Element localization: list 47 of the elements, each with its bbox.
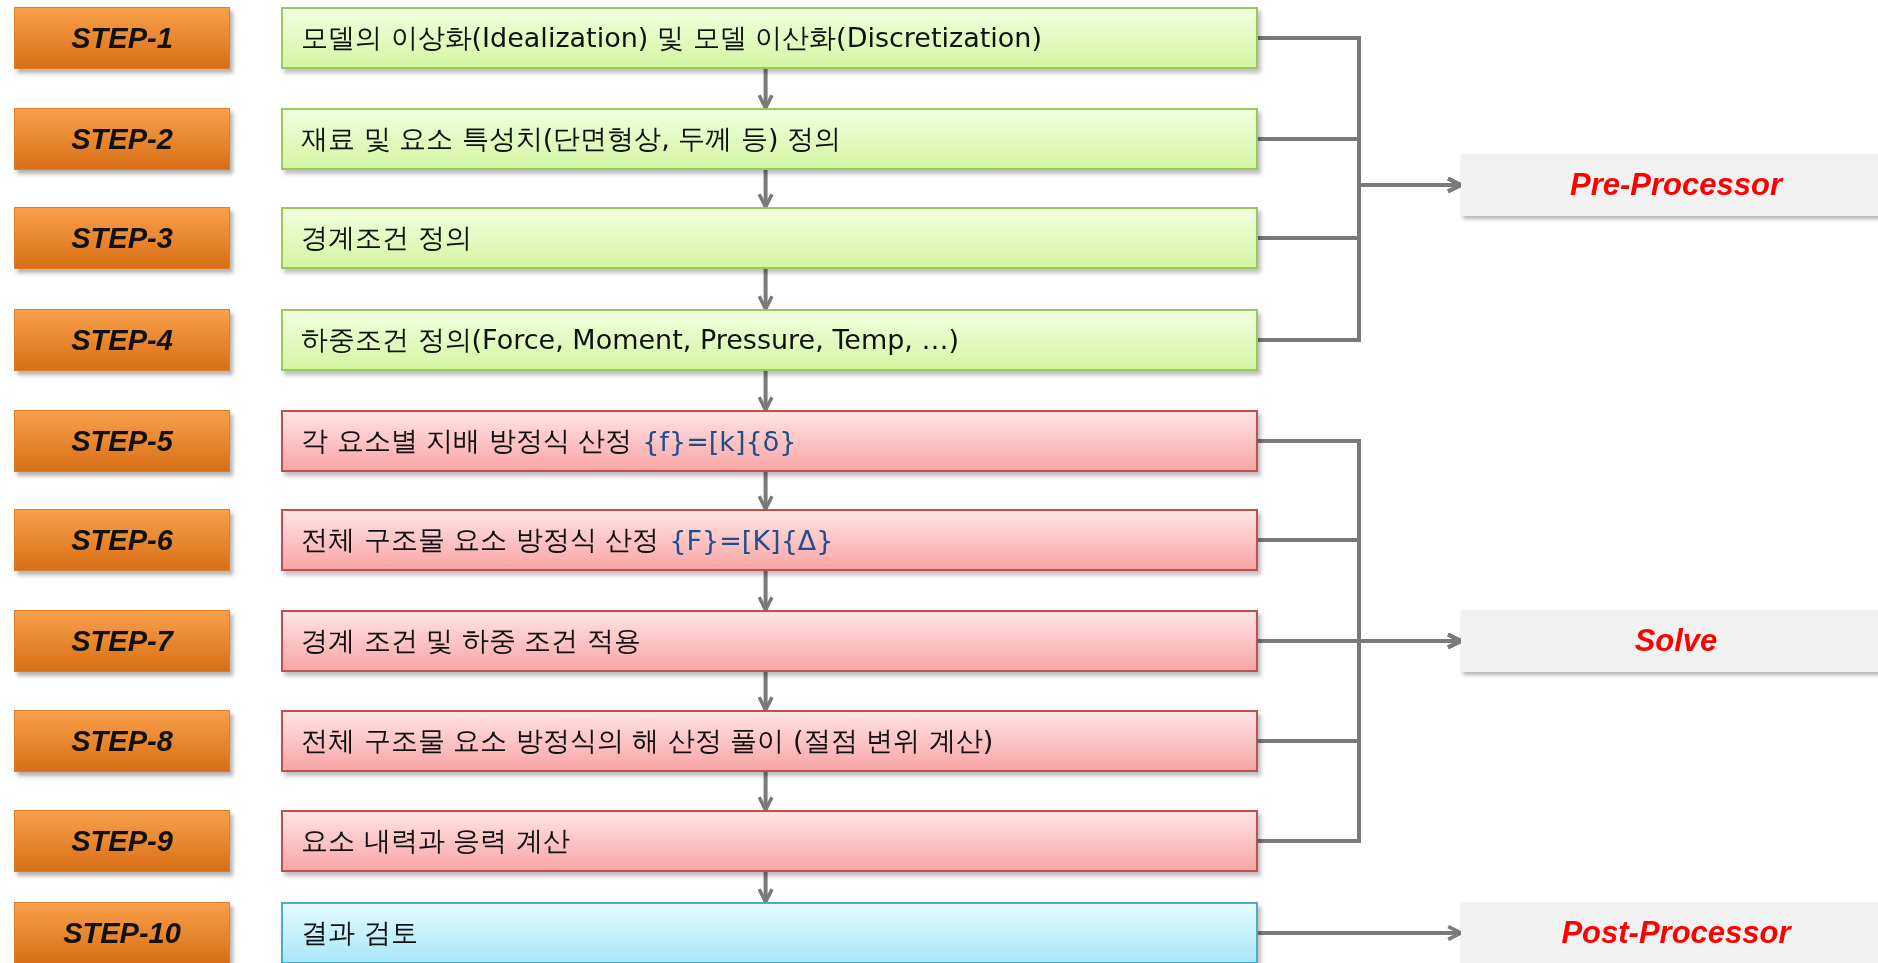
step-text: 결과 검토 <box>301 916 418 950</box>
step-text: 재료 및 요소 특성치(단면형상, 두께 등) 정의 <box>301 122 842 156</box>
arrow <box>757 672 774 712</box>
step-text: 전체 구조물 요소 방정식 산정 <box>301 523 660 557</box>
arrow <box>757 170 774 209</box>
process-box <box>281 7 1258 69</box>
step-text: 각 요소별 지배 방정식 산정 <box>301 424 633 458</box>
process-box <box>281 810 1258 872</box>
arrow <box>1258 924 1463 942</box>
step-badge: STEP-4 <box>14 309 230 371</box>
step-badge: STEP-8 <box>14 710 230 772</box>
process-box <box>281 902 1258 963</box>
step-badge: STEP-10 <box>14 902 230 963</box>
step-text: 요소 내력과 응력 계산 <box>301 824 570 858</box>
process-box <box>281 410 1258 472</box>
step-badge: STEP-6 <box>14 509 230 571</box>
arrow <box>757 371 774 412</box>
arrow <box>757 69 774 110</box>
step-badge: STEP-5 <box>14 410 230 472</box>
arrow <box>757 269 774 311</box>
arrow <box>757 772 774 812</box>
step-text: 경계조건 정의 <box>301 221 472 255</box>
arrow <box>1258 176 1463 342</box>
step-badge: STEP-9 <box>14 810 230 872</box>
step-badge: STEP-2 <box>14 108 230 170</box>
arrow <box>1258 632 1463 843</box>
stage-box: Post-Processor <box>1461 902 1878 963</box>
formula-text: {F}=[K]{Δ} <box>669 524 834 556</box>
step-text: 경계 조건 및 하중 조건 적용 <box>301 624 641 658</box>
stage-box: Pre-Processor <box>1461 154 1878 216</box>
process-box <box>281 710 1258 772</box>
step-text: 모델의 이상화(Idealization) 및 모델 이산화(Discretization) <box>301 21 1042 55</box>
arrow <box>757 571 774 612</box>
step-badge: STEP-7 <box>14 610 230 672</box>
step-text: 하중조건 정의(Force, Moment, Pressure, Temp, …) <box>301 323 960 357</box>
arrow <box>757 872 774 904</box>
process-box <box>281 108 1258 170</box>
process-box <box>281 309 1258 371</box>
process-box <box>281 207 1258 269</box>
process-box <box>281 509 1258 571</box>
formula-text: {f}=[k]{δ} <box>642 425 797 457</box>
step-text: 전체 구조물 요소 방정식의 해 산정 풀이 (절점 변위 계산) <box>301 724 994 758</box>
step-badge: STEP-1 <box>14 7 230 69</box>
stage-box: Solve <box>1461 610 1878 672</box>
step-badge: STEP-3 <box>14 207 230 269</box>
process-box <box>281 610 1258 672</box>
arrow <box>757 472 774 511</box>
